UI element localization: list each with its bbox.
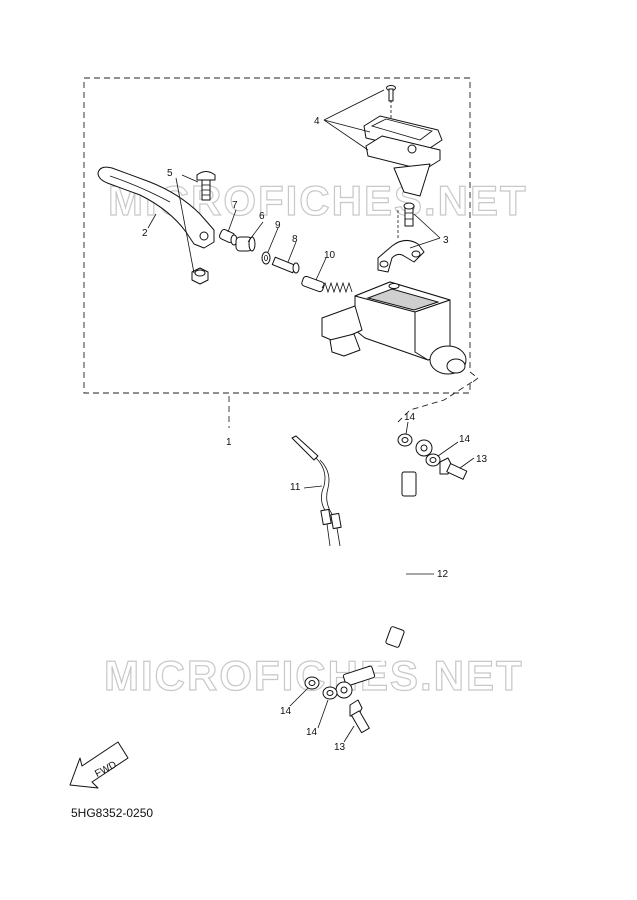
leader-lines: [147, 89, 475, 743]
callout-11: 11: [290, 482, 301, 493]
reservoir-cap: [363, 115, 443, 197]
callout-13-bottom: 13: [334, 742, 346, 753]
callout-5: 5: [167, 168, 173, 179]
callout-14-a: 14: [404, 412, 416, 423]
callout-1: 1: [226, 437, 232, 448]
washer-9-hole: [263, 254, 268, 261]
diagram-code: 5HG8352-0250: [71, 806, 154, 820]
handlebar-holder: [377, 240, 425, 273]
banjo-fitting-top: [415, 439, 433, 457]
brake-lever: [97, 166, 215, 249]
assembly-link-line: [397, 381, 473, 423]
master-cylinder-body: [321, 281, 467, 375]
callout-6: 6: [259, 211, 265, 222]
fwd-arrow-icon: [69, 741, 129, 789]
callout-14-b: 14: [459, 434, 471, 445]
watermark-bottom: MICROFICHES.NET: [104, 652, 524, 699]
washer-9: [261, 251, 271, 265]
pivot-collar: [219, 228, 238, 246]
cap-screw: [386, 85, 396, 102]
holder-bolt: [403, 202, 415, 227]
callout-13-top: 13: [476, 454, 488, 465]
copper-washer-3: [304, 676, 320, 690]
callout-4: 4: [314, 116, 320, 127]
callout-3: 3: [443, 235, 449, 246]
callout-14-d: 14: [306, 727, 318, 738]
brake-switch: [291, 435, 342, 547]
copper-washer-4: [322, 686, 338, 700]
callout-7: 7: [232, 200, 238, 211]
banjo-fitting-bottom: [335, 681, 353, 699]
push-rod: [271, 256, 300, 274]
callout-12: 12: [437, 569, 449, 580]
copper-washer-2: [425, 453, 441, 467]
assembly-boundary: [83, 77, 479, 394]
dust-boot: [235, 236, 256, 252]
callout-9: 9: [275, 220, 281, 231]
brake-hose: [342, 441, 419, 687]
callout-2: 2: [142, 228, 148, 239]
piston-kit: [301, 275, 353, 294]
lever-nut: [191, 267, 209, 285]
callout-8: 8: [292, 234, 298, 245]
callout-10: 10: [324, 250, 336, 261]
callout-14-c: 14: [280, 706, 292, 717]
lever-bolt: [196, 171, 216, 201]
union-bolt-bottom: [349, 699, 370, 734]
union-bolt-top: [439, 457, 468, 480]
copper-washer-1: [397, 433, 413, 447]
